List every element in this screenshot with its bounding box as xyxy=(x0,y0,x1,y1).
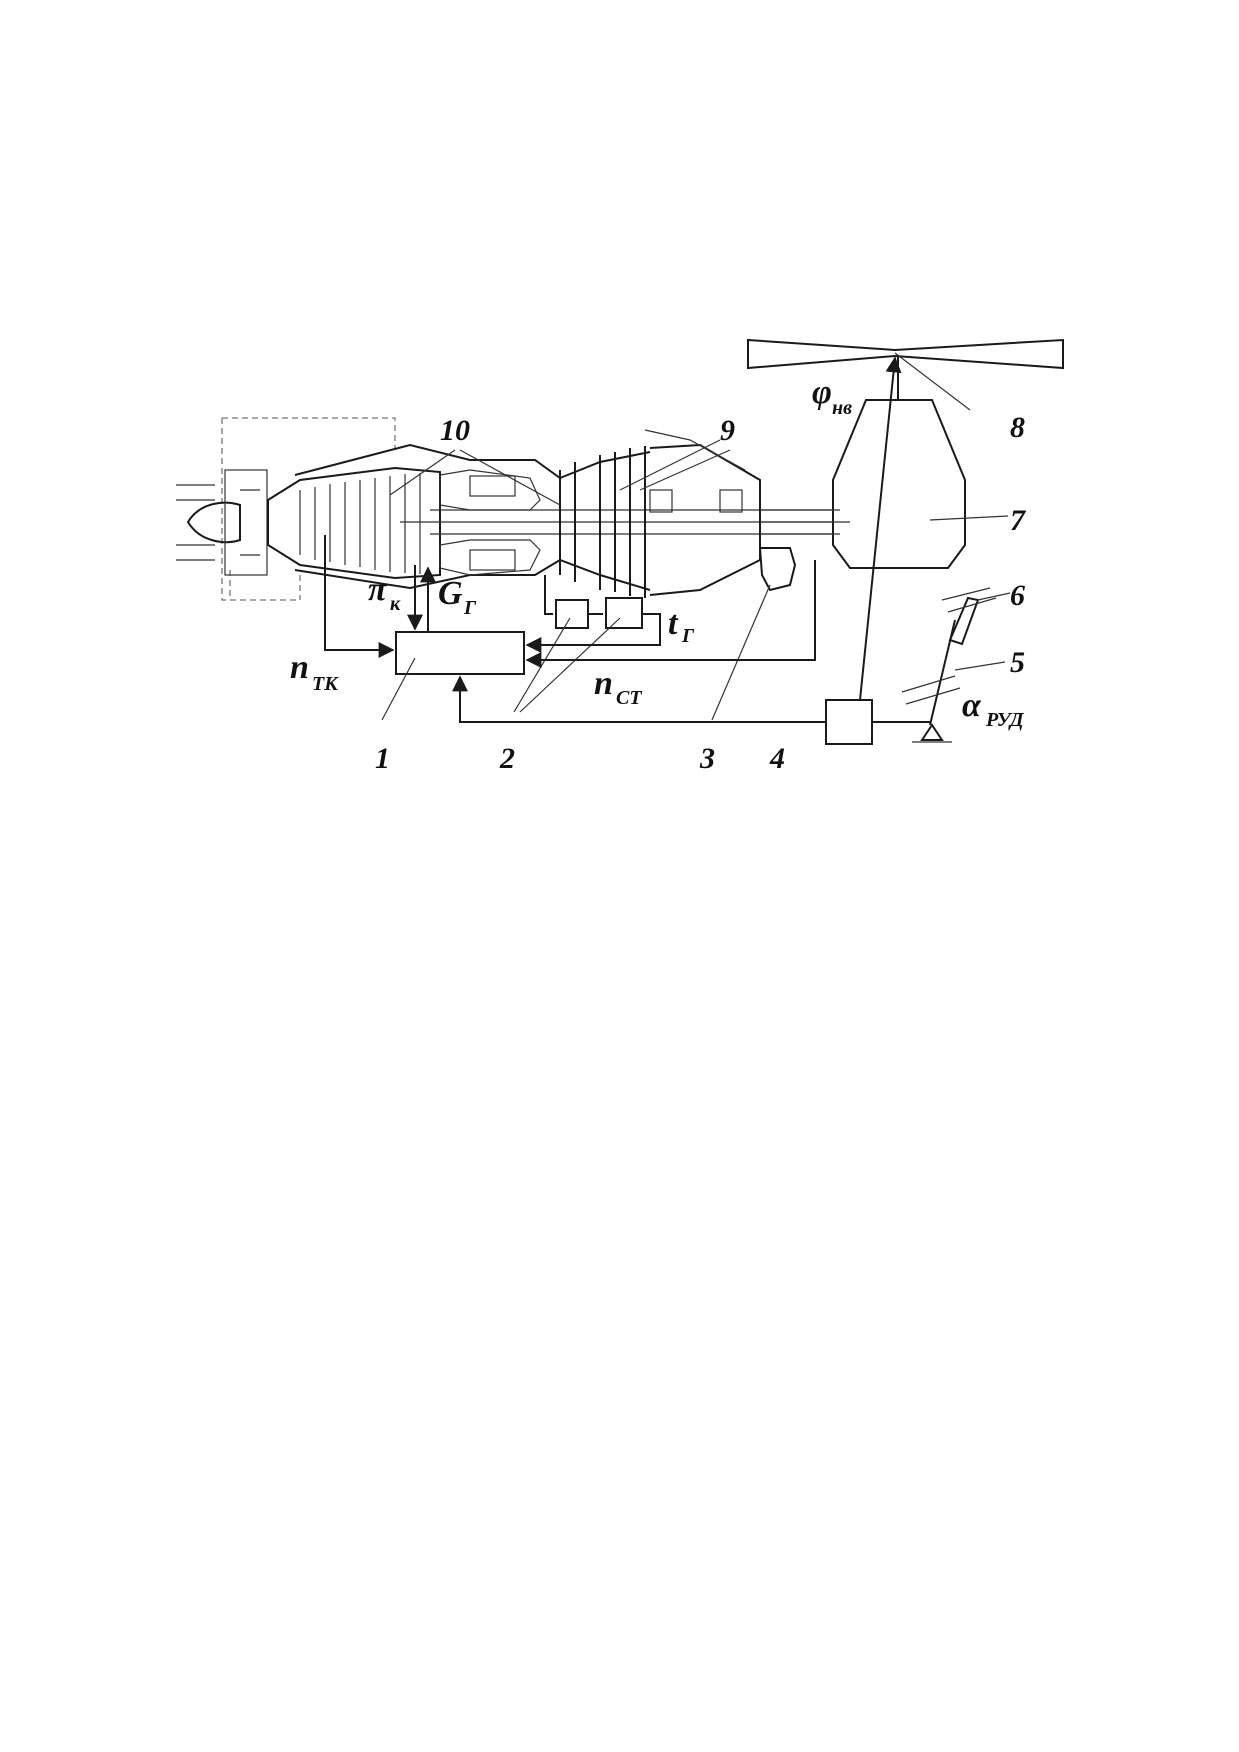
label-6: 6 xyxy=(1010,579,1025,612)
symbol-t-main: t xyxy=(668,605,679,642)
symbol-ntk: n ТК xyxy=(290,649,339,695)
gas-turbine-engine xyxy=(176,417,850,601)
symbol-pi-sub: к xyxy=(390,593,401,615)
symbol-ntk-main: n xyxy=(290,649,309,686)
signal-lines xyxy=(324,356,930,723)
label-8: 8 xyxy=(1010,411,1025,444)
symbol-phi: φ нв xyxy=(812,374,852,419)
label-3: 3 xyxy=(699,742,715,775)
symbol-ntk-sub: ТК xyxy=(312,673,339,695)
symbol-g-main: G xyxy=(438,575,463,612)
label-7: 7 xyxy=(1010,504,1026,537)
symbol-g-sub: Г xyxy=(463,597,477,619)
label-5: 5 xyxy=(1010,646,1025,679)
temp-limiter-box-a xyxy=(555,599,589,629)
symbol-alpha: α РУД xyxy=(962,687,1025,731)
symbol-nst-sub: СТ xyxy=(616,687,642,709)
symbol-nst: n СТ xyxy=(594,665,642,709)
label-9: 9 xyxy=(720,414,735,447)
temp-limiter-box-b xyxy=(605,597,643,629)
symbol-t: t Г xyxy=(668,605,695,647)
control-unit-box xyxy=(395,631,525,675)
symbol-phi-sub: нв xyxy=(832,397,852,419)
speed-sensor xyxy=(711,547,797,721)
label-10: 10 xyxy=(440,414,470,447)
pilot-input-box xyxy=(825,699,873,745)
symbol-pi: π к xyxy=(368,571,401,615)
symbol-t-sub: Г xyxy=(681,625,695,647)
label-1: 1 xyxy=(375,742,390,775)
symbol-alpha-main: α xyxy=(962,687,982,724)
label-4: 4 xyxy=(769,742,785,775)
symbol-nst-main: n xyxy=(594,665,613,702)
main-gearbox xyxy=(832,399,1009,569)
symbol-phi-main: φ xyxy=(812,374,832,411)
throttle-lever xyxy=(901,587,1011,743)
symbol-g: G Г xyxy=(438,575,477,619)
label-2: 2 xyxy=(499,742,515,775)
symbol-alpha-sub: РУД xyxy=(985,709,1025,731)
symbol-pi-main: π xyxy=(368,571,388,608)
